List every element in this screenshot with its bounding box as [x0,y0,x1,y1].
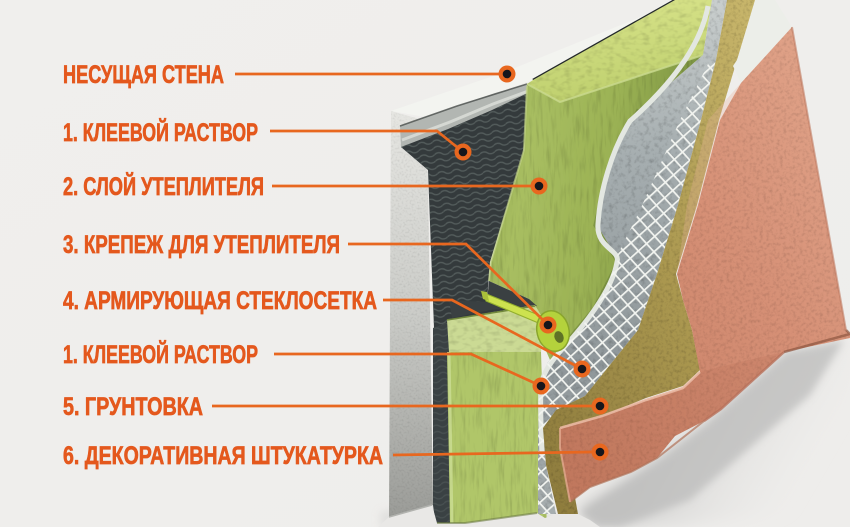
svg-text:2. СЛОЙ УТЕПЛИТЕЛЯ: 2. СЛОЙ УТЕПЛИТЕЛЯ [63,171,264,201]
svg-text:1. КЛЕЕВОЙ РАСТВОР: 1. КЛЕЕВОЙ РАСТВОР [63,339,258,369]
svg-text:НЕСУЩАЯ СТЕНА: НЕСУЩАЯ СТЕНА [63,61,224,89]
svg-text:5. ГРУНТОВКА: 5. ГРУНТОВКА [63,393,203,421]
svg-text:3. КРЕПЕЖ ДЛЯ УТЕПЛИТЕЛЯ: 3. КРЕПЕЖ ДЛЯ УТЕПЛИТЕЛЯ [63,231,340,259]
svg-text:6. ДЕКОРАТИВНАЯ ШТУКАТУРКА: 6. ДЕКОРАТИВНАЯ ШТУКАТУРКА [63,442,383,470]
svg-text:4. АРМИРУЮЩАЯ СТЕКЛОСЕТКА: 4. АРМИРУЮЩАЯ СТЕКЛОСЕТКА [63,287,377,315]
svg-text:1. КЛЕЕВОЙ РАСТВОР: 1. КЛЕЕВОЙ РАСТВОР [63,117,258,147]
